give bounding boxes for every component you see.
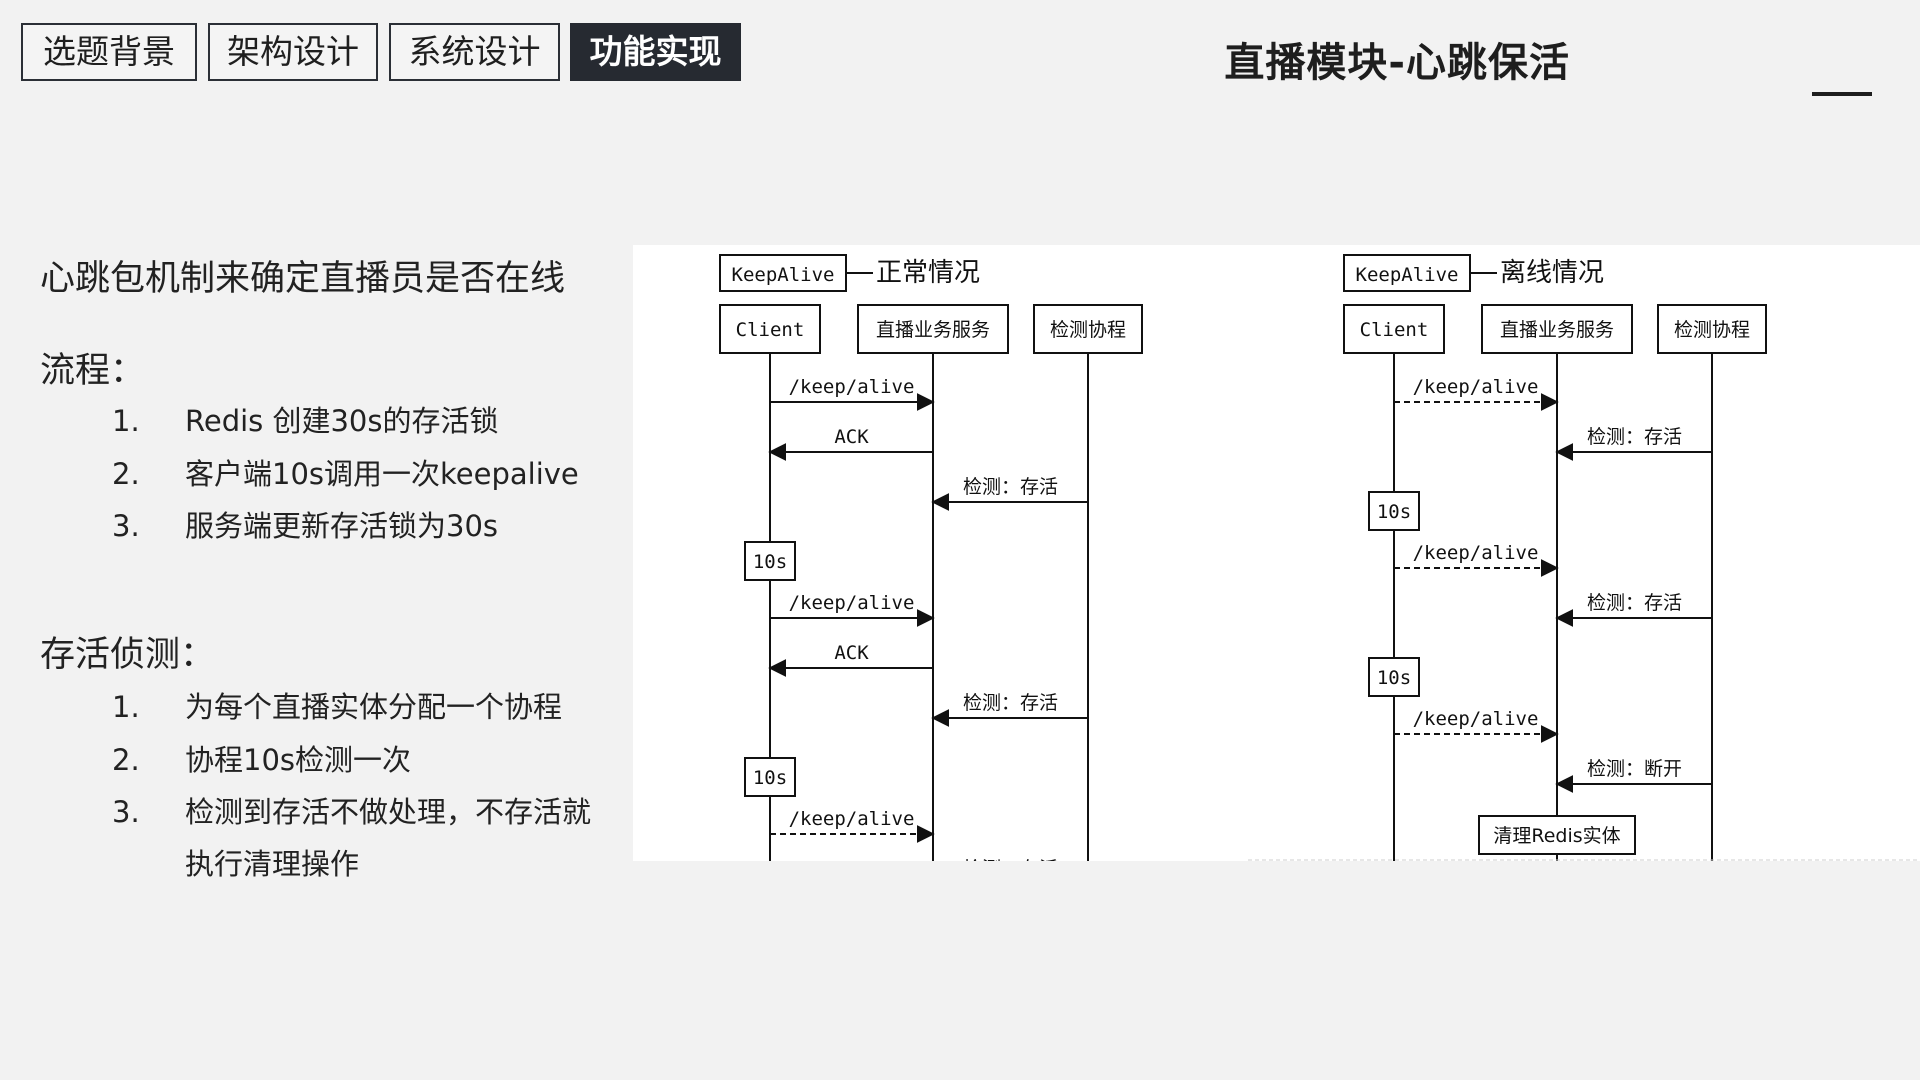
message-label: /keep/alive xyxy=(789,592,915,614)
detect-item: 2. 协程10s检测一次 xyxy=(112,737,411,779)
flow-label: 流程： xyxy=(40,351,146,391)
participant-label: Client xyxy=(1360,319,1429,341)
participant-box xyxy=(719,304,821,354)
keepalive-tag: KeepAlive xyxy=(732,264,835,286)
detect-item-number: 1. xyxy=(112,690,140,724)
participant-box xyxy=(1033,304,1143,354)
participant-label: 检测协程 xyxy=(1050,319,1126,341)
flow-item-number: 1. xyxy=(112,404,140,438)
message-label: 检测：存活 xyxy=(1587,592,1682,614)
flow-item-number: 3. xyxy=(112,509,140,543)
headline: 心跳包机制来确定直播员是否在线 xyxy=(40,259,566,299)
detect-item: 1. 为每个直播实体分配一个协程 xyxy=(112,684,562,726)
tab-architecture[interactable]: 架构设计 xyxy=(208,23,378,81)
sequence-diagrams: KeepAlive 正常情况 Client 直播业务服务 检测协程/keep/alive… xyxy=(633,245,1920,861)
wait-box xyxy=(744,757,796,797)
flow-item: 1. Redis 创建30s的存活锁 xyxy=(112,398,499,440)
diagram-normal: KeepAlive 正常情况 Client 直播业务服务 检测协程/keep/alive… xyxy=(719,254,1143,861)
diagram-offline: KeepAlive 离线情况 Client 直播业务服务 检测协程/keep/alive… xyxy=(1343,254,1767,861)
tab-system-design[interactable]: 系统设计 xyxy=(389,23,560,81)
diagram-title: 正常情况 xyxy=(876,258,980,288)
slide-title: 直播模块-心跳保活 xyxy=(1224,40,1570,86)
participant-box xyxy=(1657,304,1767,354)
wait-box xyxy=(1368,491,1420,531)
detect-item-number: 2. xyxy=(112,743,140,777)
detect-item-text: 协程10s检测一次 xyxy=(185,743,412,777)
message-label: 检测：断开 xyxy=(1587,758,1682,780)
keepalive-tag: KeepAlive xyxy=(1356,264,1459,286)
wait-label: 10s xyxy=(753,767,787,789)
message-label: ACK xyxy=(834,642,869,664)
participant-label: 检测协程 xyxy=(1674,319,1750,341)
message-label: /keep/alive xyxy=(1413,542,1539,564)
flow-item-text: Redis 创建30s的存活锁 xyxy=(185,404,499,438)
detect-item-continuation: 执行清理操作 xyxy=(185,847,360,881)
participant-label: Client xyxy=(736,319,805,341)
wait-box xyxy=(1368,657,1420,697)
flow-item: 2. 客户端10s调用一次keepalive xyxy=(112,451,579,493)
wait-label: 10s xyxy=(753,551,787,573)
detect-item-text: 为每个直播实体分配一个协程 xyxy=(185,690,563,724)
keepalive-tag-box xyxy=(719,254,847,292)
flow-item-text: 服务端更新存活锁为30s xyxy=(185,509,499,543)
message-label: ACK xyxy=(834,426,869,448)
wait-label: 10s xyxy=(1377,667,1411,689)
detect-item: 3. 检测到存活不做处理，不存活就 执行清理操作 xyxy=(112,789,592,881)
note-box xyxy=(1478,815,1636,855)
message-label: 检测：存活 xyxy=(963,692,1058,714)
participant-box xyxy=(1481,304,1633,354)
detect-item-text: 检测到存活不做处理，不存活就 xyxy=(185,795,592,829)
tab-background[interactable]: 选题背景 xyxy=(21,23,197,81)
note-label: 清理Redis实体 xyxy=(1493,825,1620,847)
participant-box xyxy=(857,304,1009,354)
message-label: 检测：存活 xyxy=(963,858,1058,861)
flow-item: 3. 服务端更新存活锁为30s xyxy=(112,503,498,545)
diagram-title: 离线情况 xyxy=(1500,258,1604,288)
message-label: 检测：存活 xyxy=(963,476,1058,498)
detect-label: 存活侦测： xyxy=(40,635,216,675)
message-label: 检测：存活 xyxy=(1587,426,1682,448)
participant-label: 直播业务服务 xyxy=(876,319,990,341)
flow-item-number: 2. xyxy=(112,457,140,491)
detect-item-number: 3. xyxy=(112,795,140,829)
participant-box xyxy=(1343,304,1445,354)
message-label: /keep/alive xyxy=(1413,376,1539,398)
title-underline xyxy=(1812,92,1872,96)
wait-label: 10s xyxy=(1377,501,1411,523)
participant-label: 直播业务服务 xyxy=(1500,319,1614,341)
message-label: /keep/alive xyxy=(789,376,915,398)
wait-box xyxy=(744,541,796,581)
message-label: /keep/alive xyxy=(1413,708,1539,730)
tab-implementation[interactable]: 功能实现 xyxy=(570,23,741,81)
flow-item-text: 客户端10s调用一次keepalive xyxy=(185,457,579,491)
message-label: /keep/alive xyxy=(789,808,915,830)
